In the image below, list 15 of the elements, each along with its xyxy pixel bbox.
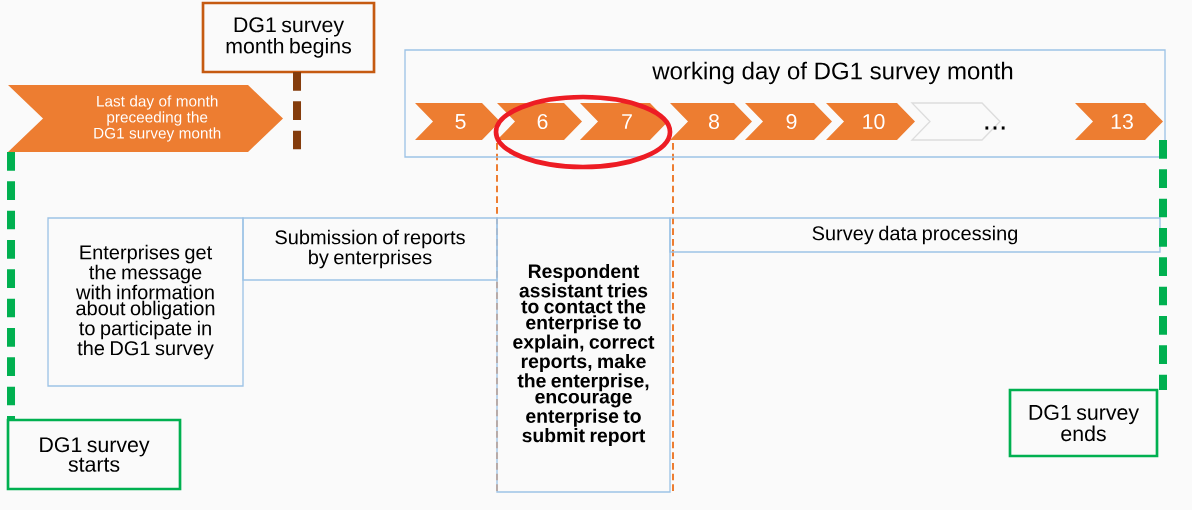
- table-cell: Submission of reports by enterprises: [242, 217, 498, 281]
- chevron-step: 9: [745, 103, 832, 140]
- chevron-step: 7: [580, 103, 668, 140]
- title-box: DG1 survey month begins: [201, 1, 376, 74]
- chevron-step: 6: [497, 103, 582, 140]
- chevron-step: 8: [670, 103, 752, 140]
- milestone-box: DG1 survey starts: [6, 418, 182, 491]
- chevron-step: 13: [1075, 103, 1163, 140]
- table-cell: Survey data processing: [669, 217, 1161, 253]
- milestone-box: DG1 survey ends: [1008, 388, 1159, 458]
- table-cell: Enterprises get the message with information about obligation to participate in the DG1 survey: [47, 217, 244, 387]
- chevron-step: 10: [826, 103, 915, 140]
- ellipsis-text: ...: [985, 126, 1005, 130]
- table-cell: Respondent assistant tries to contact the enterprise to explain, correct reports, make the enterprise, encourage enterprise to submit report: [496, 217, 671, 493]
- chevron-step: 5: [415, 103, 500, 140]
